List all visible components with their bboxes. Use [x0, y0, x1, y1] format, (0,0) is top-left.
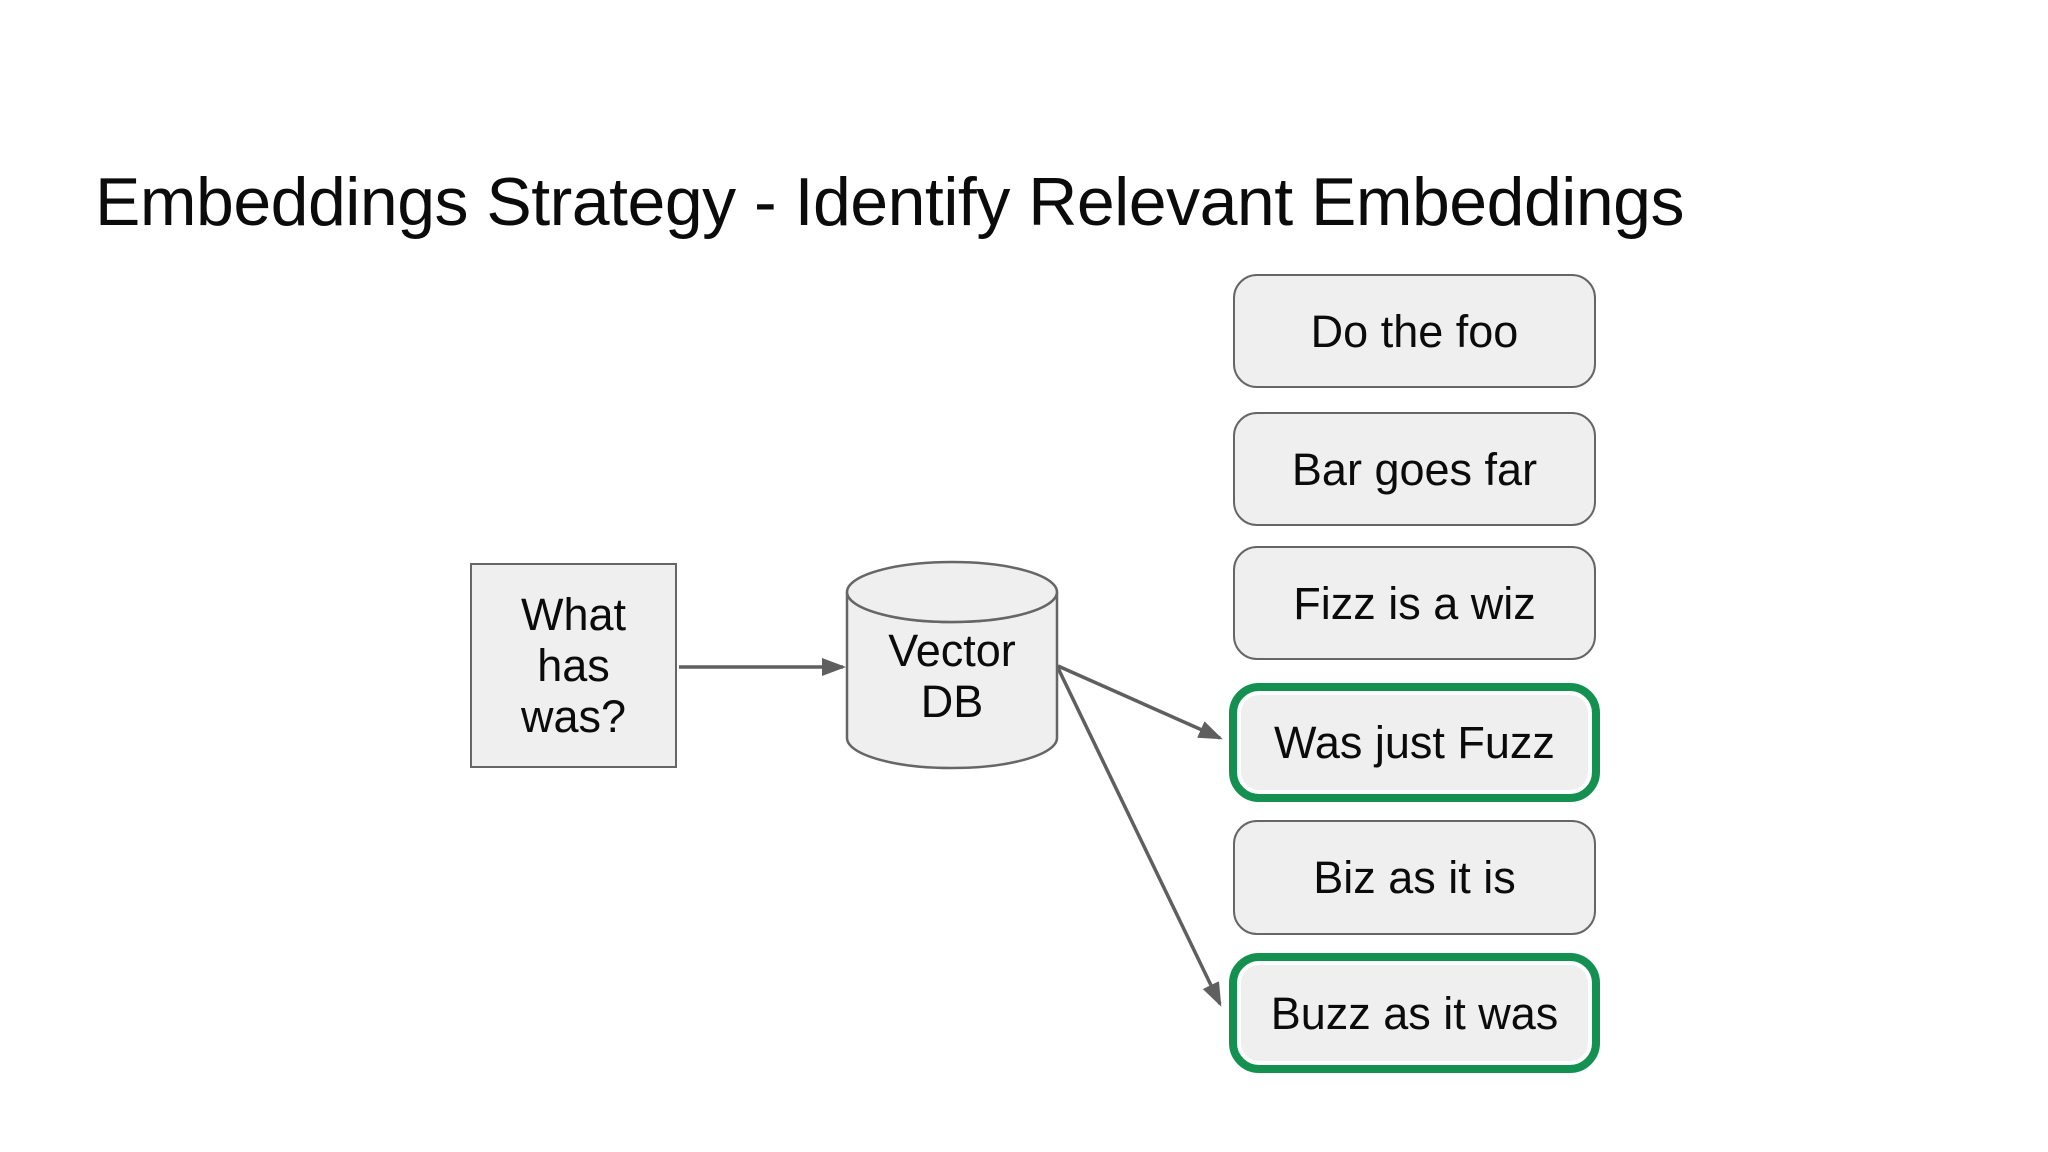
- embedding-box-fizz-is-a-wiz: Fizz is a wiz: [1233, 546, 1596, 660]
- embedding-box-do-the-foo: Do the foo: [1233, 274, 1596, 388]
- slide-title: Embeddings Strategy - Identify Relevant …: [95, 163, 1685, 240]
- embedding-box-was-just-fuzz-highlighted: Was just Fuzz: [1229, 683, 1600, 802]
- embedding-box-buzz-as-it-was-highlighted: Buzz as it was: [1229, 953, 1600, 1073]
- query-node: What has was?: [470, 563, 677, 768]
- embedding-box-bar-goes-far: Bar goes far: [1233, 412, 1596, 526]
- arrow-vectordb-to-buzz-as-it-was: [1056, 667, 1222, 1007]
- arrow-vectordb-to-was-just-fuzz: [1057, 664, 1223, 740]
- vector-db-label: Vector DB: [888, 625, 1016, 727]
- embedding-box-biz-as-it-is: Biz as it is: [1233, 820, 1596, 935]
